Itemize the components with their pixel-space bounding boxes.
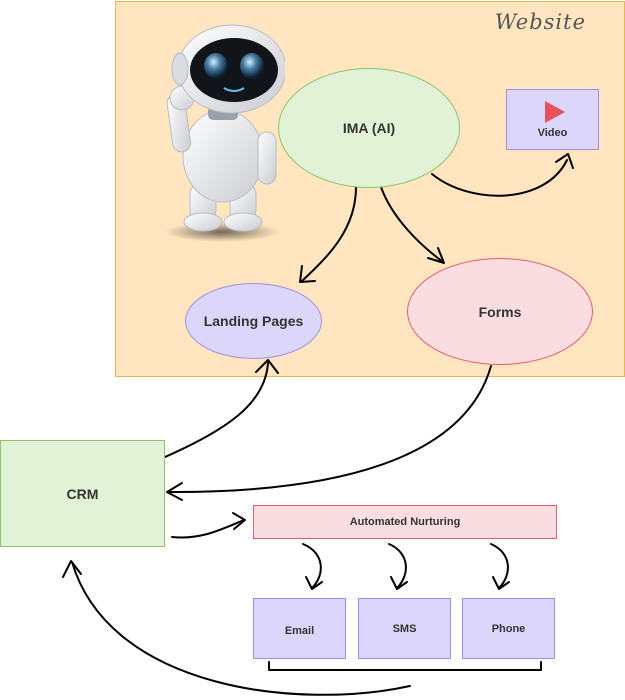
- automated-nurturing-node: Automated Nurturing: [253, 505, 557, 539]
- arrow-nurturing-to-phone: [490, 543, 509, 589]
- arrow-nurturing-to-sms: [388, 543, 407, 589]
- arrow-ima-to-landing-pages: [301, 186, 357, 282]
- play-icon: [544, 100, 565, 123]
- video-node: Video: [506, 89, 599, 150]
- arrow-ima-to-forms: [380, 186, 444, 263]
- landing-pages-node: Landing Pages: [185, 283, 322, 359]
- robot-icon: [164, 24, 285, 242]
- arrow-nurturing-to-email: [302, 543, 322, 589]
- arrow-ima-to-video: [431, 159, 568, 197]
- channels-bracket: [268, 661, 542, 671]
- video-label: Video: [537, 126, 568, 139]
- arrow-forms-to-crm: [167, 365, 492, 494]
- arrow-crm-to-landing-pages: [164, 362, 269, 458]
- email-node: Email: [253, 598, 346, 659]
- arrow-channels-to-crm: [71, 561, 411, 696]
- crm-node: CRM: [0, 440, 165, 547]
- sms-node: SMS: [358, 598, 451, 659]
- arrow-crm-to-nurturing: [171, 519, 245, 539]
- phone-node: Phone: [462, 598, 555, 659]
- ima-node: IMA (AI): [278, 68, 460, 188]
- website-title: Website: [494, 10, 586, 34]
- forms-node: Forms: [407, 258, 593, 365]
